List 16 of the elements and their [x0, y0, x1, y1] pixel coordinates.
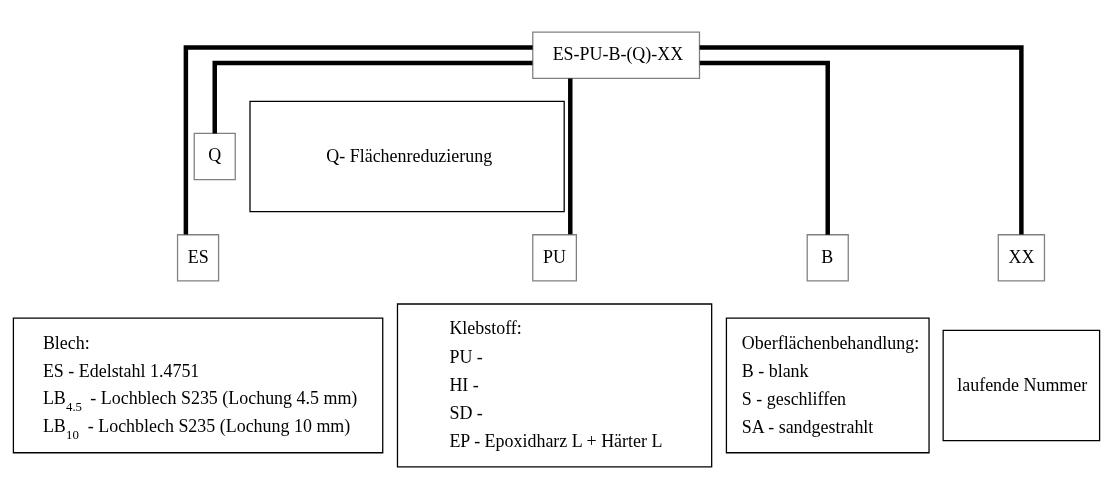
node-box: PU [532, 234, 577, 282]
node-box: ES [176, 234, 220, 282]
node-box: Oberflächenbehandlung: B - blank S - geschliffen SA - sandgestrahlt [725, 317, 930, 454]
node-box: Q [193, 132, 236, 181]
node-box: Blech: ES - Edelstahl 1.4751 LB$_{4.5}$ - Lochblech S235 (Lochung 4.5 mm) LB$_{10}$ - Lochblech S235 (Lochung 10 mm) [12, 317, 384, 454]
connector [212, 60, 533, 134]
node-box: B [806, 234, 849, 282]
node-box: XX [997, 234, 1046, 282]
node-box: laufende Nummer [942, 329, 1101, 442]
node-box: Q- Flächenreduzierung [249, 100, 565, 213]
node-box: Klebstoff: PU - HI - SD - EP - Epoxidharz L + Härter L [396, 303, 713, 468]
connector [699, 60, 830, 235]
connector [568, 78, 573, 235]
node-box: ES-PU-B-(Q)-XX [532, 31, 701, 79]
connector [183, 45, 533, 235]
connector [699, 45, 1024, 235]
